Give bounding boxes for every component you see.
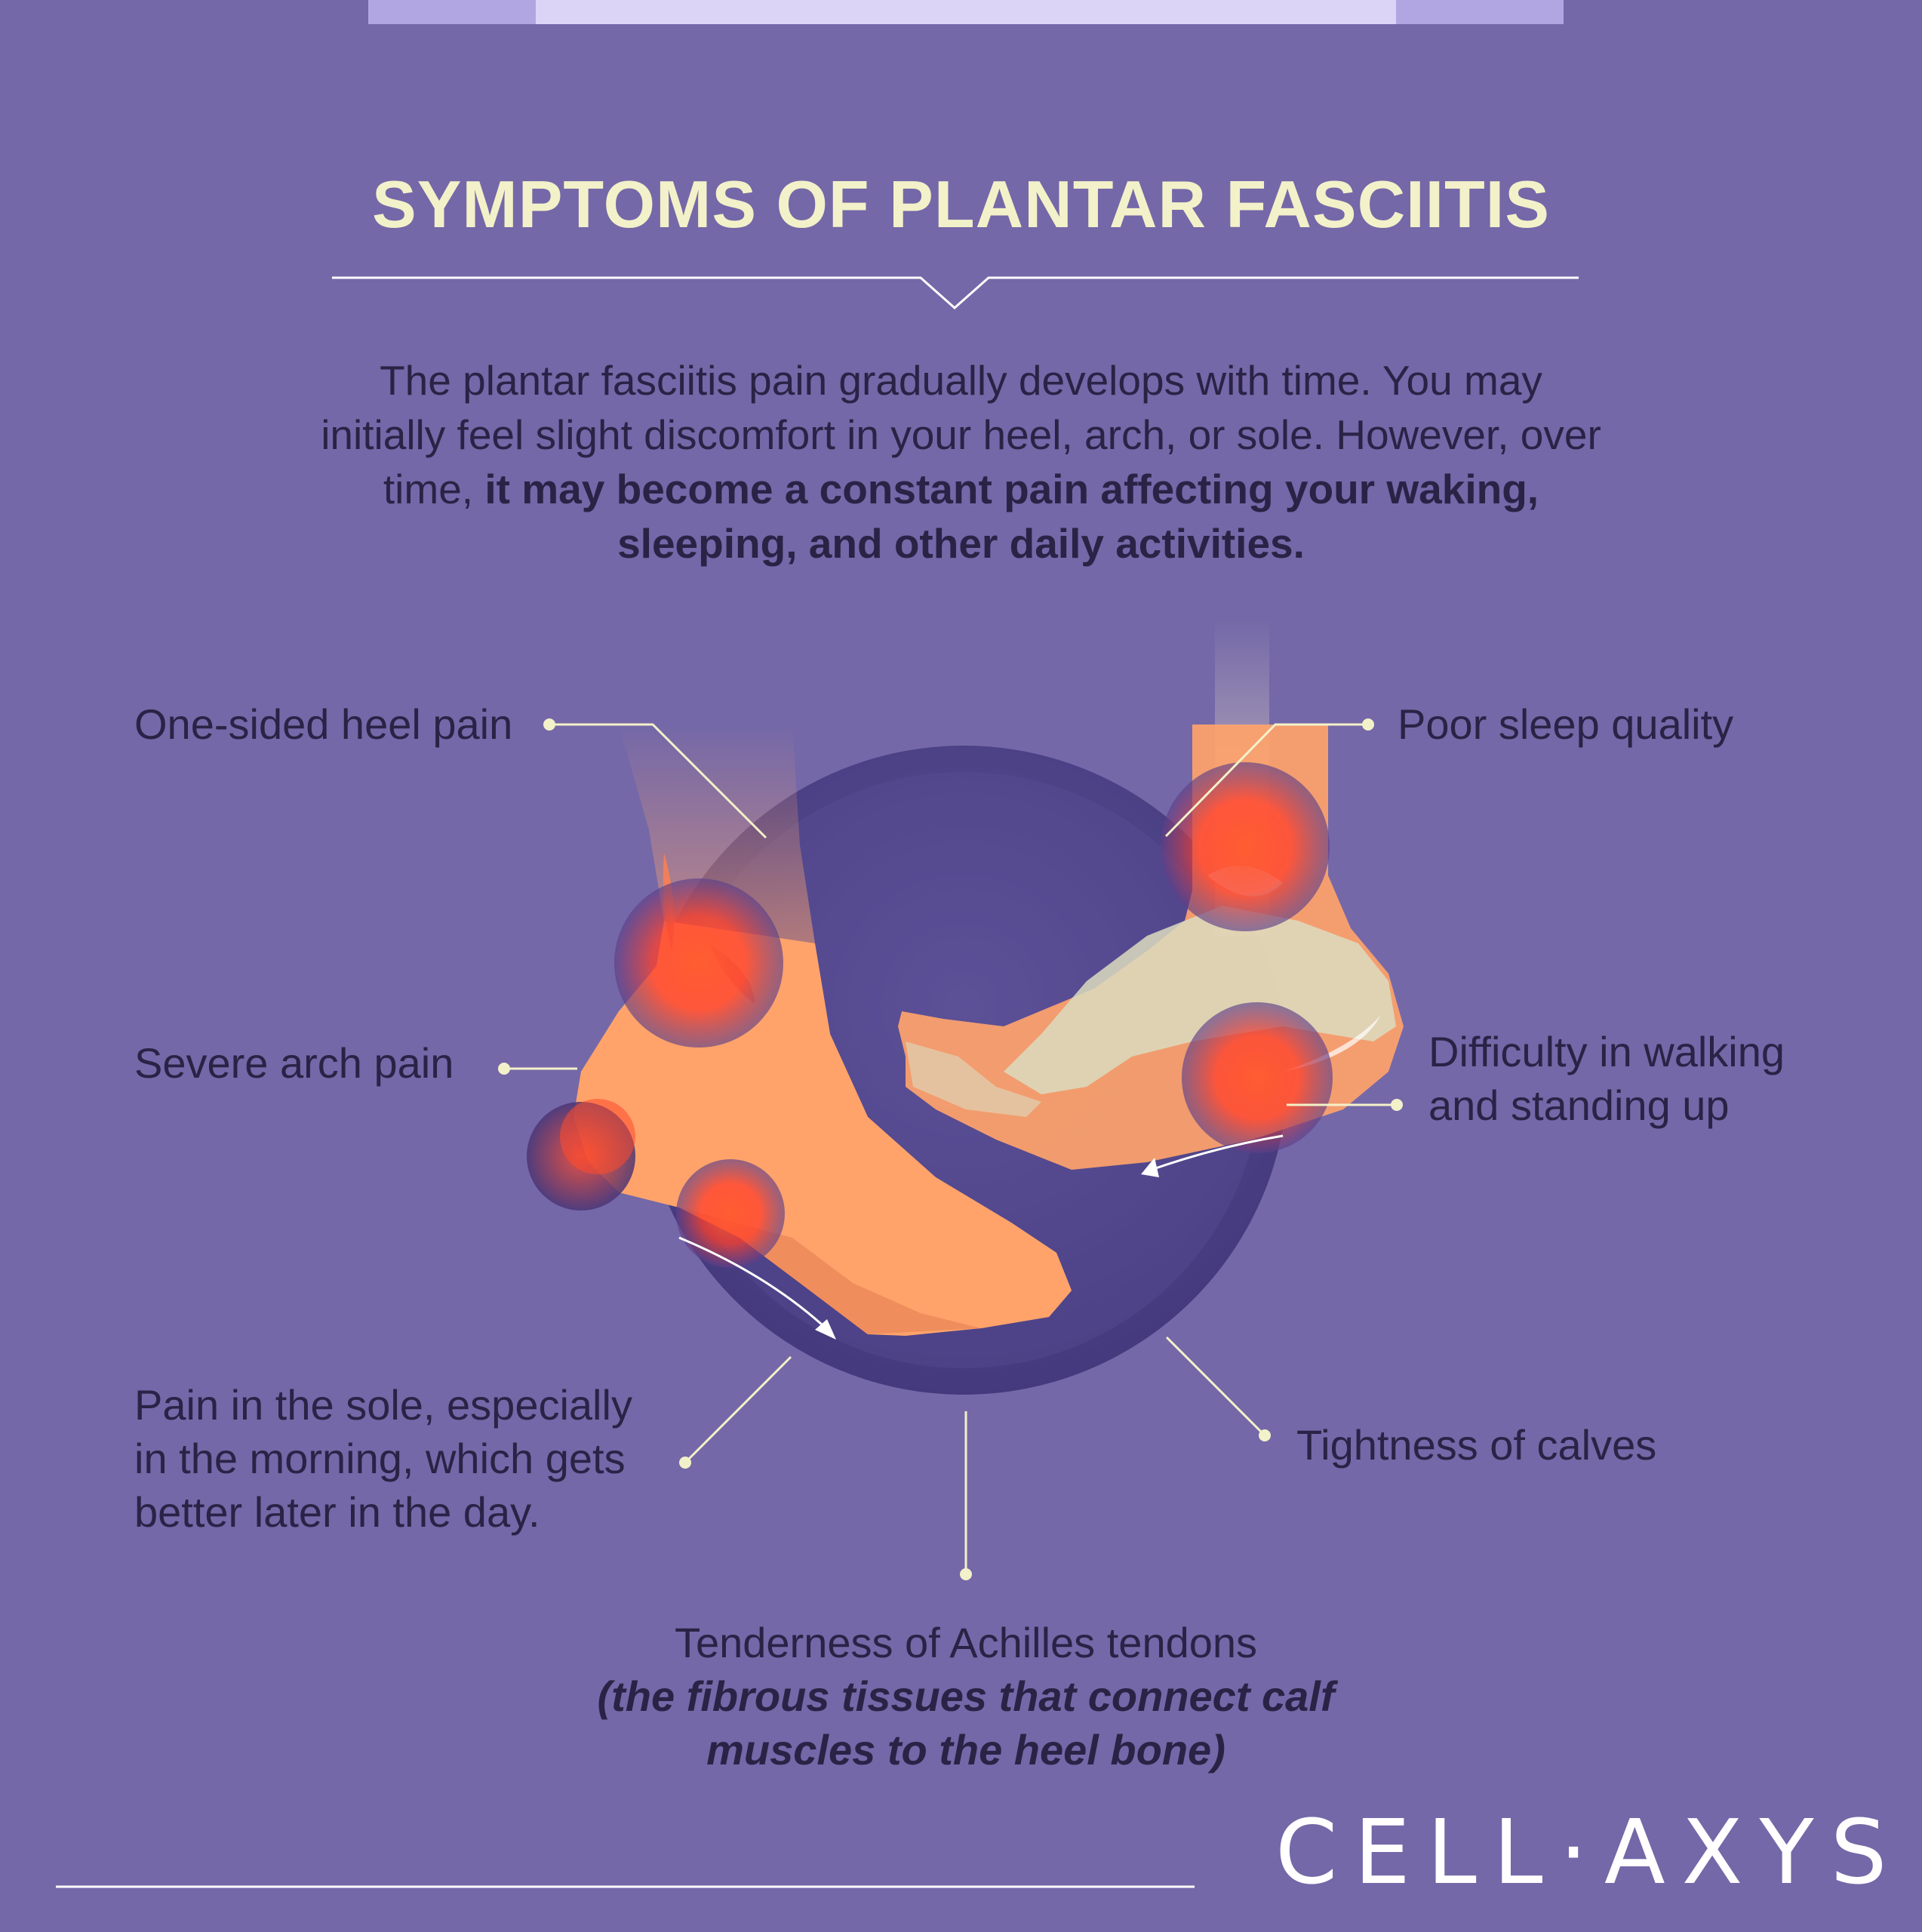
symptom-severe-arch: Severe arch pain [134, 1039, 454, 1087]
symptom-walking-line-1: Difficulty in walking [1428, 1028, 1785, 1075]
symptom-walking-line-2: and standing up [1428, 1081, 1730, 1129]
symptom-achilles-title: Tenderness of Achilles tendons [674, 1619, 1258, 1666]
top-bar-middle [536, 0, 1396, 24]
top-bar-right [1396, 0, 1564, 24]
intro-bold-text: it may become a constant pain affecting … [484, 466, 1539, 567]
dot-severe-arch [498, 1063, 510, 1075]
leader-calves [1165, 1336, 1266, 1437]
pain-spot-ankle-left [614, 878, 783, 1048]
pain-spot-heel-side [560, 1099, 635, 1174]
dot-achilles [960, 1568, 972, 1580]
leader-poor-sleep [1164, 723, 1368, 838]
symptom-achilles-note-line-1: (the fibrous tissues that connect calf [597, 1672, 1335, 1720]
symptom-achilles: Tenderness of Achilles tendons (the fibr… [528, 1616, 1404, 1777]
symptom-poor-sleep: Poor sleep quality [1398, 700, 1734, 748]
symptom-walking-standing: Difficulty in walking and standing up [1428, 1025, 1851, 1132]
intro-normal-text: The plantar fasciitis pain gradually dev… [321, 357, 1601, 512]
cellaxys-logo: CELL·AXYS [1275, 1800, 1904, 1904]
pain-spot-sole [676, 1159, 785, 1268]
dot-calves [1259, 1429, 1271, 1441]
motion-arrow-left [678, 1236, 832, 1334]
leader-sole-morning [684, 1355, 792, 1464]
top-bar-left [368, 0, 536, 24]
symptom-sole-morning-line-2: in the morning, which gets [134, 1435, 626, 1482]
pain-spot-heel-right [1182, 1002, 1333, 1153]
symptom-achilles-note-line-2: muscles to the heel bone) [706, 1726, 1225, 1774]
motion-arrow-right [1146, 1134, 1284, 1173]
symptom-sole-morning-line-3: better later in the day. [134, 1488, 540, 1536]
pain-spot-ankle-right [1161, 762, 1330, 931]
leader-one-sided-heel [549, 723, 767, 839]
page-title: SYMPTOMS OF PLANTAR FASCIITIS [372, 167, 1550, 242]
dot-walking [1391, 1099, 1403, 1111]
title-divider [332, 276, 1579, 310]
dot-poor-sleep [1362, 718, 1374, 731]
intro-paragraph: The plantar fasciitis pain gradually dev… [317, 353, 1605, 571]
symptom-calves: Tightness of calves [1296, 1421, 1657, 1469]
dot-sole-morning [679, 1457, 691, 1469]
symptom-one-sided-heel: One-sided heel pain [134, 700, 513, 748]
symptom-sole-morning: Pain in the sole, especially in the morn… [134, 1378, 708, 1539]
dot-one-sided-heel [543, 718, 555, 731]
symptom-sole-morning-line-1: Pain in the sole, especially [134, 1381, 632, 1429]
